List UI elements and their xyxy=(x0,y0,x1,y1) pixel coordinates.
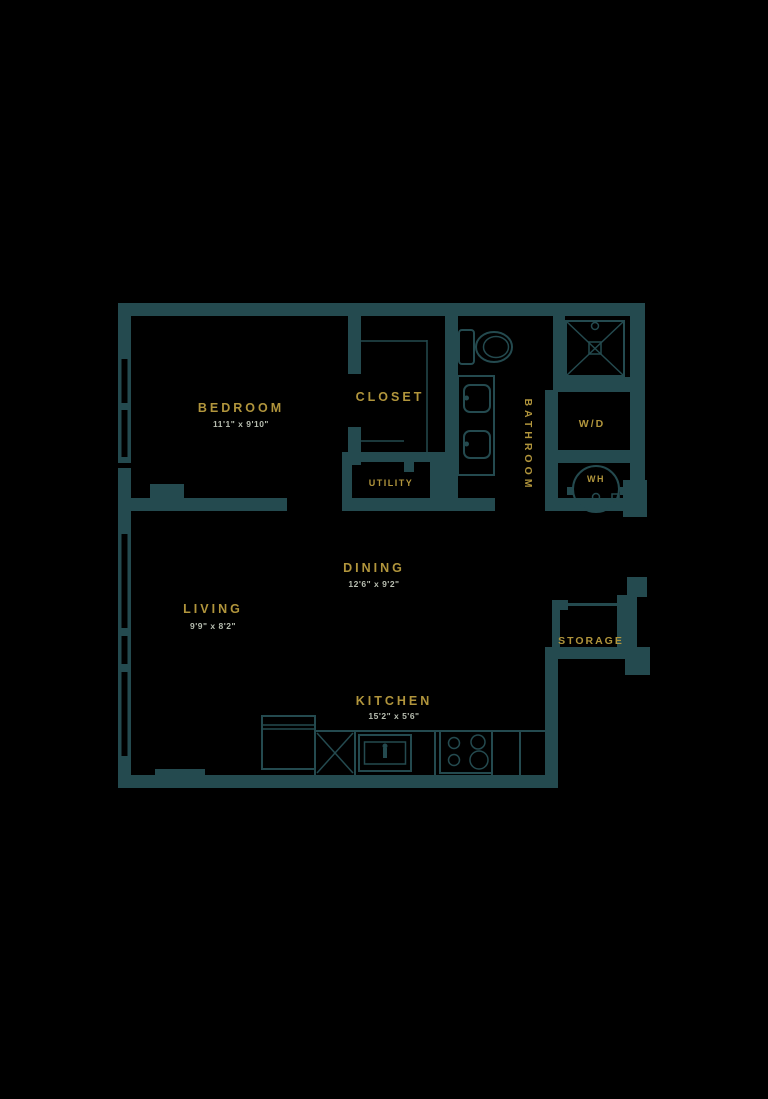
window-mullion xyxy=(118,664,131,672)
interior-walls xyxy=(131,316,647,776)
window-mullion xyxy=(118,628,131,636)
wall-corner-step xyxy=(625,659,650,675)
wall-utility-stub xyxy=(404,452,414,472)
storage-door-line xyxy=(568,603,617,606)
wall-bathroom-left xyxy=(445,316,458,511)
shower-drain xyxy=(588,341,602,355)
wall-under-shower xyxy=(553,377,645,392)
toilet-tank xyxy=(458,329,475,365)
wall-bottom xyxy=(118,775,558,788)
wall-left-mid xyxy=(118,468,131,528)
faucet xyxy=(464,395,469,401)
window-mullion xyxy=(118,457,131,463)
room-labels: BEDROOM 11'1" x 9'10" CLOSET UTILITY BAT… xyxy=(183,390,624,721)
patio-door-threshold xyxy=(155,769,205,776)
wall-hall-mid xyxy=(342,498,495,511)
wall-storage-bottom xyxy=(552,647,650,659)
shower-icon xyxy=(565,320,625,377)
wall-closet-left-upper xyxy=(348,316,361,374)
closet-shelving xyxy=(361,340,428,458)
wall-living-right xyxy=(545,647,558,788)
closet-label: CLOSET xyxy=(356,390,425,404)
wall-top xyxy=(118,303,645,316)
dishwasher-icon xyxy=(316,732,354,774)
burner xyxy=(469,750,489,770)
wall-wd-bottom xyxy=(558,450,645,463)
toilet-bowl xyxy=(475,331,513,363)
vanity-double-sink-icon xyxy=(457,375,495,476)
kitchen-dimensions: 15'2" x 5'6" xyxy=(368,711,419,721)
fridge-icon xyxy=(261,715,316,770)
window-mullion xyxy=(118,403,131,410)
wall-utility-right xyxy=(430,452,445,498)
entry-door-jamb-bottom xyxy=(627,577,647,597)
living-label: LIVING xyxy=(183,602,243,616)
wall-hall-right xyxy=(545,498,647,511)
wall-storage-left xyxy=(552,600,560,647)
wall-storage-right xyxy=(617,595,637,657)
washer-dryer-label: W/D xyxy=(579,418,605,430)
water-heater-label: WH xyxy=(587,474,605,484)
living-window xyxy=(118,528,131,764)
dining-label: DINING xyxy=(343,561,405,575)
storage-label: STORAGE xyxy=(558,635,624,647)
sink-basin xyxy=(463,384,491,413)
shower-head xyxy=(590,321,600,331)
wall-right-upper xyxy=(630,303,645,517)
bedroom-dimensions: 11'1" x 9'10" xyxy=(213,419,269,429)
toilet-icon xyxy=(458,329,513,365)
wall-left-upper xyxy=(118,303,131,358)
living-dimensions: 9'9" x 8'2" xyxy=(190,621,236,631)
kitchen-sink-icon xyxy=(358,734,412,772)
window-mullion xyxy=(118,756,131,764)
burner xyxy=(470,734,486,750)
wall-bedroom-bottom xyxy=(131,498,287,511)
water-heater-icon xyxy=(567,465,626,513)
faucet xyxy=(464,441,469,447)
bathroom-label: BATHROOM xyxy=(522,398,534,491)
burner xyxy=(447,753,461,767)
wall-shower-left xyxy=(553,316,565,377)
kitchen-label: KITCHEN xyxy=(356,694,433,708)
wall-utility-left xyxy=(342,452,352,498)
bedroom-label: BEDROOM xyxy=(198,401,284,415)
faucet xyxy=(383,748,387,758)
vanity-counter xyxy=(457,375,495,476)
bedroom-window xyxy=(118,353,131,463)
stove-icon xyxy=(439,730,493,774)
window-mullion xyxy=(118,353,131,359)
wall-bathroom-right xyxy=(545,390,558,498)
bedroom-pillar xyxy=(150,484,184,499)
sink-basin xyxy=(463,430,491,459)
wall-closet-bottom xyxy=(342,452,445,462)
kitchen-counter xyxy=(314,730,549,775)
utility-label: UTILITY xyxy=(369,478,414,488)
window-mullion xyxy=(118,528,131,534)
dining-dimensions: 12'6" x 9'2" xyxy=(348,579,399,589)
burner xyxy=(447,736,461,750)
